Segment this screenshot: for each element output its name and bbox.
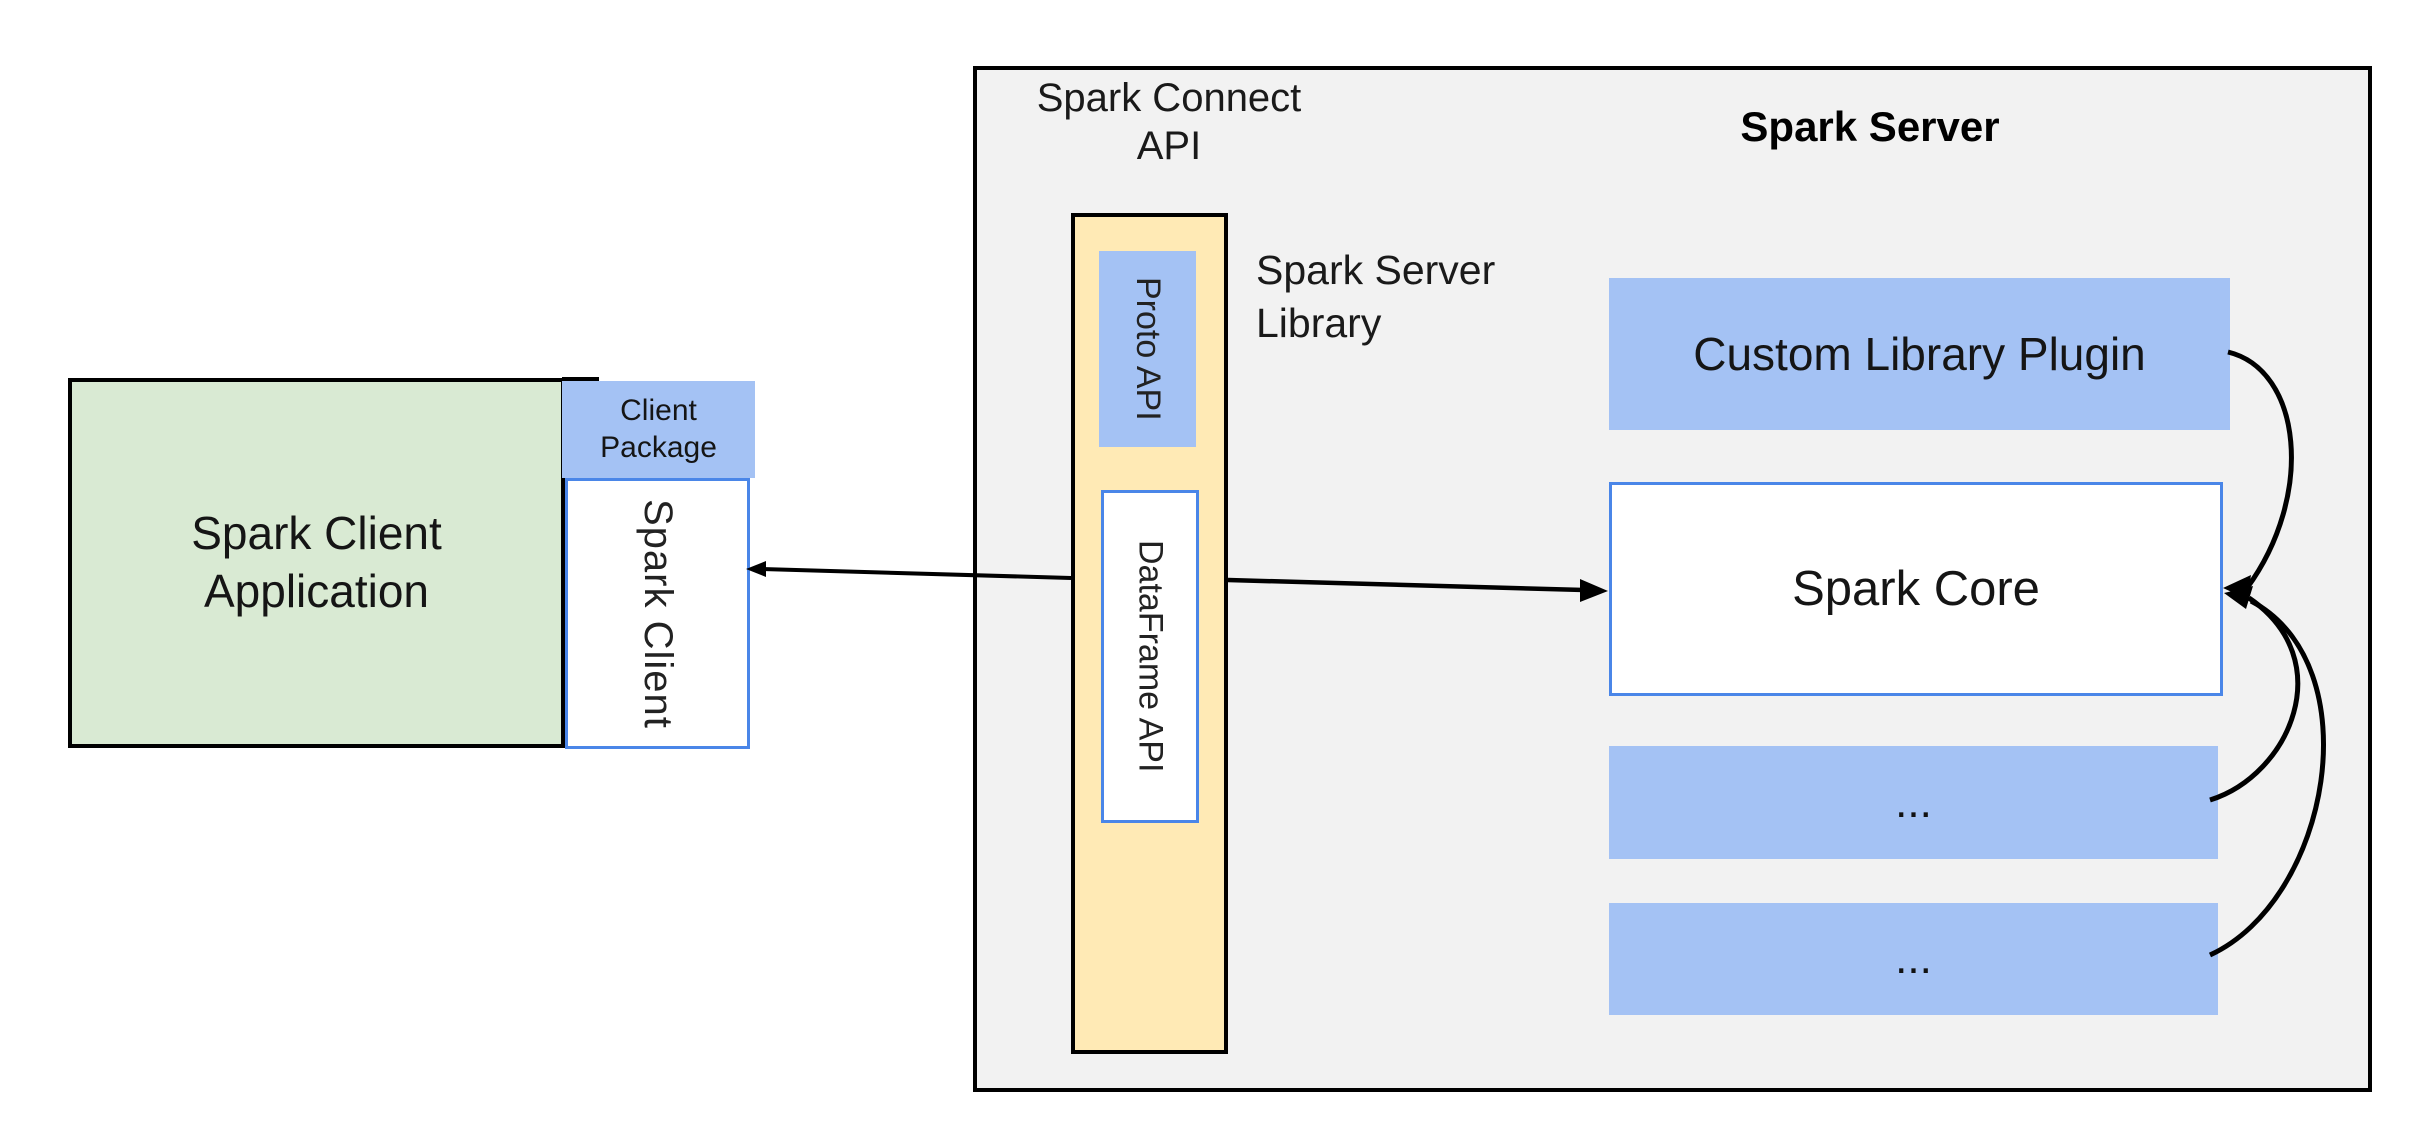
spark-server-library-line2: Library — [1256, 300, 1382, 347]
spark-client-application-box: Spark Client Application — [68, 378, 565, 748]
module-placeholder-1-label: ... — [1895, 777, 1932, 827]
dataframe-api-box: DataFrame API — [1101, 490, 1199, 823]
client-package-label: Client Package — [600, 393, 717, 466]
spark-client-application-line1: Spark Client — [191, 507, 442, 560]
dataframe-api-label: DataFrame API — [1131, 540, 1170, 773]
module-placeholder-2-box: ... — [1609, 903, 2218, 1015]
proto-api-label: Proto API — [1129, 277, 1167, 421]
green-border-tick — [562, 377, 599, 381]
client-package-box: Client Package — [562, 381, 755, 478]
spark-connect-api-line1: Spark Connect — [1036, 76, 1302, 120]
module-placeholder-2-label: ... — [1895, 934, 1932, 983]
custom-library-plugin-label: Custom Library Plugin — [1693, 328, 2146, 380]
spark-server-title: Spark Server — [1740, 103, 2000, 150]
spark-connect-api-label: Spark Connect API — [973, 74, 1365, 170]
client-package-line1: Client — [620, 393, 697, 427]
spark-core-box: Spark Core — [1609, 482, 2223, 696]
spark-client-application-line2: Application — [203, 565, 430, 617]
spark-client-box: Spark Client — [565, 478, 750, 749]
proto-api-box: Proto API — [1099, 251, 1196, 447]
spark-core-label: Spark Core — [1792, 562, 2040, 616]
spark-server-library-label: Spark Server Library — [1256, 244, 1676, 351]
custom-library-plugin-box: Custom Library Plugin — [1609, 278, 2230, 430]
spark-client-label: Spark Client — [636, 498, 680, 729]
spark-server-library-line1: Spark Server — [1256, 247, 1496, 293]
spark-connect-api-line2: API — [1136, 124, 1202, 168]
module-placeholder-1-box: ... — [1609, 746, 2218, 859]
client-package-line2: Package — [600, 430, 717, 464]
spark-client-application-label: Spark Client Application — [191, 505, 442, 621]
